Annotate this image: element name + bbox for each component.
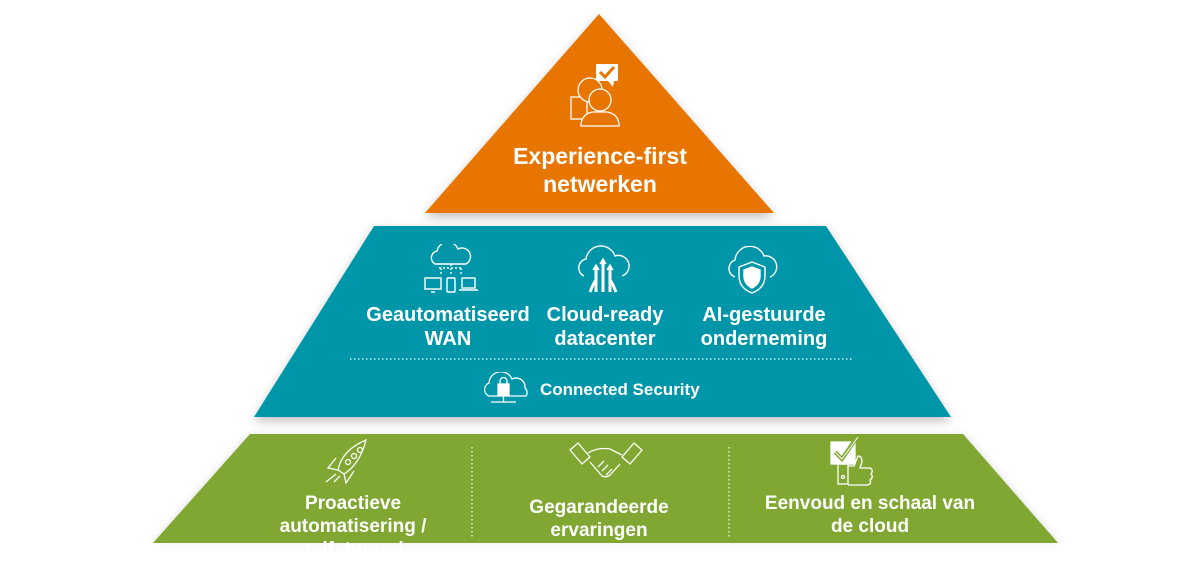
handshake-icon <box>569 442 643 478</box>
middle-item-1-line2: WAN <box>424 328 472 350</box>
cloud-lock-icon <box>483 372 528 403</box>
middle-item-3-line2: onderneming <box>700 328 828 350</box>
connected-security-label: Connected Security <box>540 380 700 399</box>
middle-item-2-line2: datacenter <box>554 328 656 350</box>
bottom-item-1-line2: automatisering / <box>279 515 427 537</box>
bottom-item-3-line2: de cloud <box>830 515 910 537</box>
top-tier-title-line2: netwerken <box>543 170 657 197</box>
bottom-item-3-line1: Eenvoud en schaal van <box>764 493 976 514</box>
cloud-upload-arrows-icon <box>578 245 630 293</box>
middle-tier-shape <box>254 226 951 417</box>
middle-item-3-line1: AI-gestuurde <box>702 304 826 326</box>
cloud-devices-icon <box>424 244 478 293</box>
rocket-icon <box>325 438 367 484</box>
top-tier-title-line1: Experience-first <box>513 143 687 169</box>
checkbox-thumbs-up-icon <box>830 436 873 486</box>
middle-item-2-line1: Cloud-ready <box>546 304 664 326</box>
bottom-item-1-line1: Proactieve <box>304 493 402 514</box>
bottom-item-2-line2: ervaringen <box>550 519 648 541</box>
cloud-shield-icon <box>728 246 778 294</box>
bottom-cutoff <box>0 543 1185 553</box>
middle-item-1-line1: Geautomatiseerd <box>366 304 530 326</box>
user-checkmark-icon <box>570 64 620 127</box>
bottom-item-2-line1: Gegarandeerde <box>529 497 669 518</box>
